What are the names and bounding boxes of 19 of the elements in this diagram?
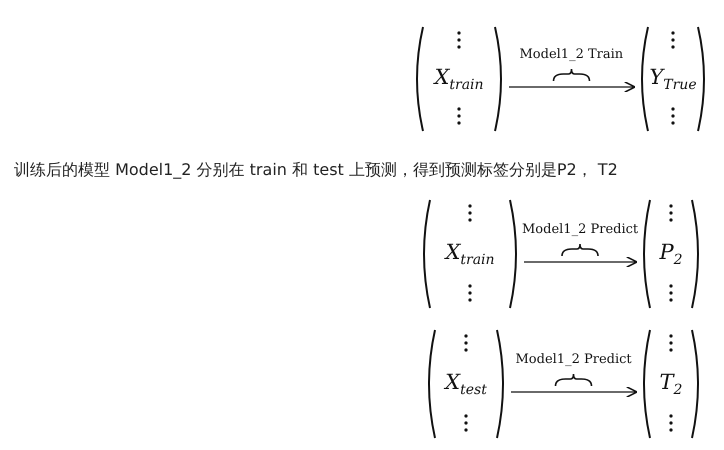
column-vector [640,328,702,440]
column-vector [425,328,507,440]
sentence: 训练后的模型 Model1_2 分别在 train 和 test 上预测，得到预测标签分别是P2， T2 [14,160,618,181]
column-vector [640,198,702,310]
edge-label: Model1_2 Train [518,47,624,62]
math-symbol: X$_{train}$ [432,65,485,94]
math-symbol: P$_{2}$ [658,240,684,268]
arrow [524,256,638,268]
math-symbol: X$_{test}$ [442,370,488,398]
math-symbol: X$_{train}$ [443,240,496,268]
arrow [511,386,638,398]
edge-label: Model1_2 Predict [514,352,633,367]
column-vector [413,25,505,133]
arrow [509,81,636,93]
column-vector [420,198,520,310]
column-vector [638,25,708,133]
math-symbol: T$_{2}$ [658,370,684,398]
edge-label: Model1_2 Predict [521,222,640,237]
math-symbol: Y$_{True}$ [648,65,698,94]
